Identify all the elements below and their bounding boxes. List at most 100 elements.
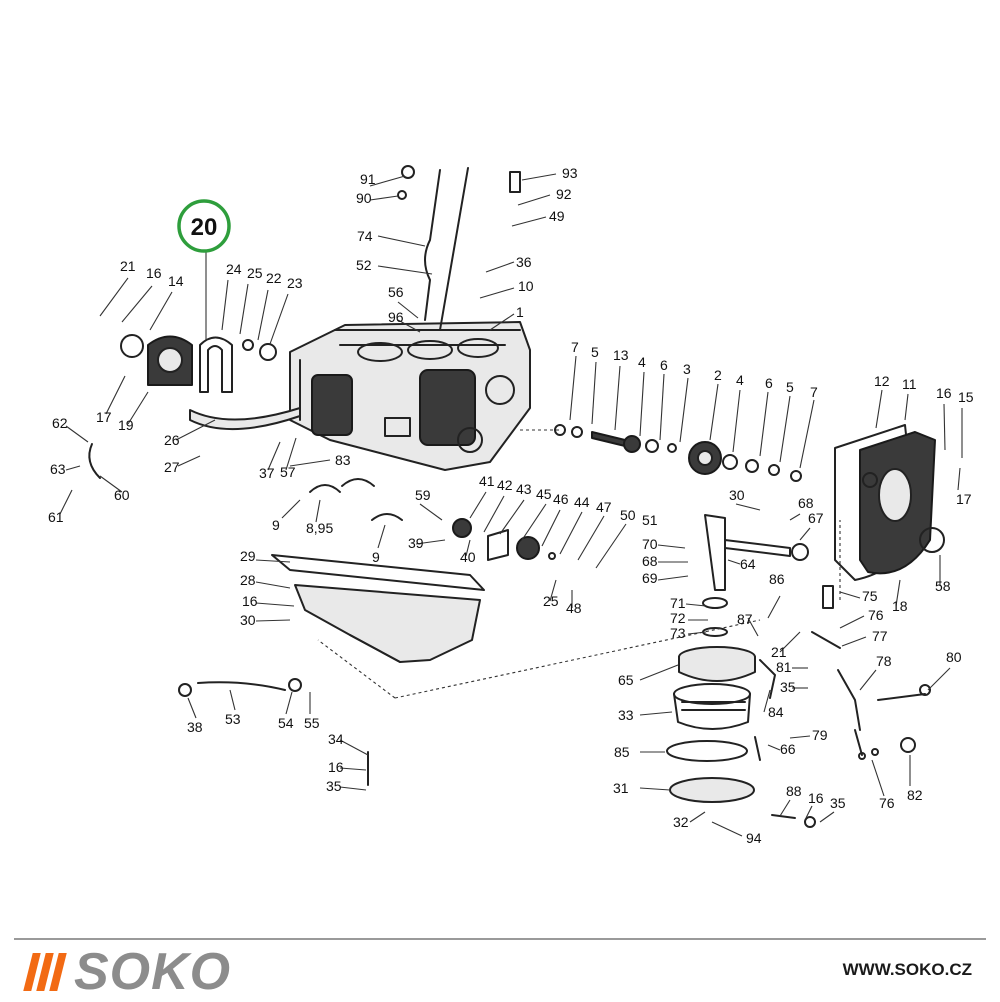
leader-line: [369, 175, 406, 187]
callout-number: 3: [683, 361, 691, 377]
callout-number: 16: [936, 385, 952, 401]
callout-number: 23: [287, 275, 303, 291]
callout-number: 2: [714, 367, 722, 383]
footer-bar: SOKO WWW.SOKO.CZ: [14, 938, 986, 1002]
leader-line: [685, 603, 707, 607]
callout-number: 52: [356, 257, 372, 273]
callout-number: 19: [118, 417, 134, 433]
callout-number: 10: [518, 278, 534, 294]
callout-number: 46: [553, 491, 569, 507]
leader-line: [521, 503, 547, 541]
leader-line: [415, 539, 446, 545]
callout-number: 92: [556, 186, 572, 202]
callout-number: 56: [388, 284, 404, 300]
leader-line: [779, 631, 801, 653]
leader-line: [483, 495, 505, 533]
callout-number: 62: [52, 415, 68, 431]
leader-line: [689, 811, 706, 823]
leader-line: [177, 455, 201, 467]
leader-line: [789, 735, 811, 739]
part-drawings: [88, 165, 945, 828]
callout-number: 29: [240, 548, 256, 564]
leader-line: [595, 523, 627, 569]
callout-number: 85: [614, 744, 630, 760]
leader-line: [229, 689, 236, 711]
highlight-label: 20: [191, 214, 218, 241]
leader-line: [871, 759, 885, 797]
leader-line: [369, 195, 399, 201]
leader-line: [397, 319, 421, 333]
leader-line: [289, 459, 331, 467]
leader-line: [839, 615, 865, 629]
callout-number: 16: [328, 759, 344, 775]
website-link[interactable]: WWW.SOKO.CZ: [842, 960, 972, 979]
callout-number: 4: [638, 354, 646, 370]
leader-line: [285, 691, 293, 715]
leader-line: [281, 499, 301, 519]
leader-line: [99, 475, 123, 493]
leader-line: [614, 365, 621, 431]
callout-number: 21: [771, 644, 787, 660]
callout-number: 69: [642, 570, 658, 586]
leader-line: [239, 283, 249, 335]
leader-line: [65, 425, 89, 443]
leader-line: [485, 261, 515, 273]
callout-number: 93: [562, 165, 578, 181]
leader-line: [569, 355, 577, 421]
leader-line: [315, 499, 321, 523]
leader-line: [767, 595, 781, 619]
leader-line: [904, 393, 909, 421]
callout-number: 61: [48, 509, 64, 525]
leader-line: [859, 669, 877, 691]
leader-line: [469, 491, 487, 519]
brand-name: SOKO: [74, 943, 232, 1001]
leader-lines: [59, 173, 963, 837]
callout-number: 90: [356, 190, 372, 206]
leader-line: [709, 383, 719, 441]
callout-number: 25: [543, 593, 559, 609]
callout-number: 57: [280, 464, 296, 480]
callout-number: 91: [360, 171, 376, 187]
callout-number: 22: [266, 270, 282, 286]
callout-number: 53: [225, 711, 241, 727]
callout-number: 17: [96, 409, 112, 425]
leader-line: [255, 602, 295, 607]
leader-line: [149, 291, 173, 331]
callout-number: 39: [408, 535, 424, 551]
logo-stripes-icon: [23, 953, 67, 991]
callout-number: 6: [660, 357, 668, 373]
callout-number: 33: [618, 707, 634, 723]
callout-number: 24: [226, 261, 242, 277]
callout-number: 47: [596, 499, 612, 515]
callout-number: 78: [876, 653, 892, 669]
leader-line: [339, 739, 369, 756]
callout-number: 25: [247, 265, 263, 281]
leader-line: [105, 375, 126, 415]
leader-line: [257, 289, 269, 341]
brand-logo[interactable]: SOKO: [23, 943, 232, 1001]
callout-number: 49: [549, 208, 565, 224]
leader-line: [339, 786, 367, 791]
callout-number: 38: [187, 719, 203, 735]
callout-number: 21: [120, 258, 136, 274]
callout-number: 71: [670, 595, 686, 611]
leader-line: [799, 399, 815, 469]
callout-number: 30: [240, 612, 256, 628]
callout-number: 40: [460, 549, 476, 565]
assembly-line: [394, 619, 761, 699]
leader-line: [711, 821, 743, 837]
leader-line: [521, 173, 557, 181]
leader-line: [187, 697, 197, 719]
callout-number: 5: [591, 344, 599, 360]
leader-line: [377, 235, 426, 247]
callout-number: 32: [673, 814, 689, 830]
leader-line: [639, 371, 645, 437]
leader-line: [841, 636, 867, 647]
callout-number: 80: [946, 649, 962, 665]
callout-number: 66: [780, 741, 796, 757]
leader-line: [127, 391, 149, 425]
callout-number: 12: [874, 373, 890, 389]
leader-line: [121, 285, 153, 323]
callout-number: 31: [613, 780, 629, 796]
